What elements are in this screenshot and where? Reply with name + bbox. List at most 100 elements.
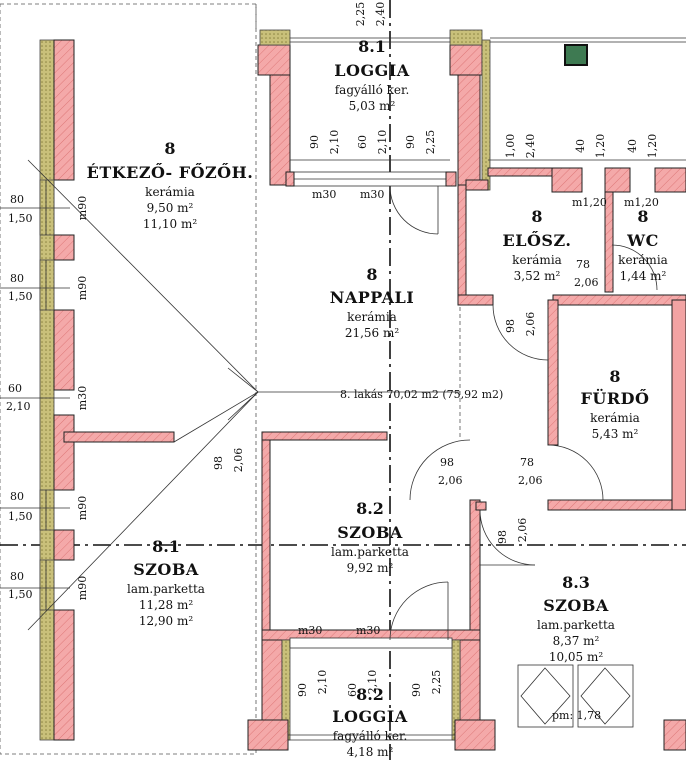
room-floor: lam.parketta bbox=[331, 545, 409, 559]
room-name: SZOBA bbox=[337, 523, 403, 542]
dimension-label: 2,06 bbox=[232, 448, 245, 473]
dimension-label: 2,10 bbox=[376, 130, 389, 155]
dimension-label: 1,50 bbox=[8, 510, 33, 523]
apartment-total-label: 8. lakás 70,02 m2 (75,92 m2) bbox=[340, 388, 503, 401]
dimension-label: m30 bbox=[76, 386, 89, 410]
dimension-label: 80 bbox=[10, 490, 24, 503]
loggia-top-walls bbox=[257, 29, 686, 191]
dimension-label: m30 bbox=[356, 624, 380, 637]
room-name: ELŐSZ. bbox=[503, 230, 572, 250]
room-floor: kerámia bbox=[145, 185, 195, 199]
room-area: 8,37 m² bbox=[553, 634, 600, 648]
dimension-label: 40 bbox=[574, 139, 587, 153]
dashed-outlines bbox=[0, 3, 461, 755]
dimension-label: 1,20 bbox=[646, 134, 659, 159]
dimension-label: 2,10 bbox=[6, 400, 31, 413]
dimension-label: 2,10 bbox=[366, 670, 379, 695]
room-name: LOGGIA bbox=[332, 707, 408, 726]
room-name: ÉTKEZŐ- FŐZŐH. bbox=[87, 162, 254, 182]
room-area: 5,43 m² bbox=[592, 427, 639, 441]
dimension-label: 78 bbox=[520, 456, 534, 469]
dimension-label: 60 bbox=[8, 382, 22, 395]
dimension-label: 2,25 bbox=[424, 130, 437, 155]
room-name: LOGGIA bbox=[334, 61, 410, 80]
dimension-label: 1,20 bbox=[594, 134, 607, 159]
dimension-label: 90 bbox=[308, 135, 321, 149]
room-area: 1,44 m² bbox=[620, 269, 667, 283]
dimension-label: 2,25 bbox=[430, 670, 443, 695]
dimension-label: 2,06 bbox=[524, 312, 537, 337]
dimension-label: 2,10 bbox=[328, 130, 341, 155]
room-floor: fagyálló ker. bbox=[335, 83, 410, 97]
room-name: NAPPALI bbox=[330, 288, 415, 307]
room-nappali: 8 NAPPALI kerámia 21,56 m² bbox=[330, 265, 415, 340]
room-szoba-8-2: 8.2 SZOBA lam.parketta 9,92 m² bbox=[331, 499, 409, 575]
dimension-label: 40 bbox=[626, 139, 639, 153]
room-name: SZOBA bbox=[133, 560, 199, 579]
dimension-label: 2,25 bbox=[354, 2, 367, 27]
left-dimensions: 80 1,50 m90 80 1,50 m90 60 2,10 m30 80 1… bbox=[6, 193, 89, 601]
room-elosz: 8 ELŐSZ. kerámia 3,52 m² bbox=[503, 207, 572, 283]
room-area: 5,03 m² bbox=[349, 99, 396, 113]
room-floor: kerámia bbox=[618, 253, 668, 267]
room-number: 8 bbox=[609, 367, 620, 386]
radiator-boxes bbox=[517, 664, 634, 728]
room-floor: lam.parketta bbox=[127, 582, 205, 596]
room-number: 8 bbox=[637, 207, 648, 226]
dimension-label: 98 bbox=[212, 456, 225, 470]
dimension-label: 60 bbox=[346, 683, 359, 697]
interior-walls bbox=[63, 167, 686, 751]
dimension-label: 1,50 bbox=[8, 290, 33, 303]
dimension-label: 1,50 bbox=[8, 212, 33, 225]
dimension-label: m1,20 bbox=[624, 196, 659, 209]
room-szoba-8-3: 8.3 SZOBA lam.parketta 8,37 m² 10,05 m² bbox=[537, 573, 615, 664]
door-swings bbox=[173, 244, 658, 566]
room-furdo: 8 FÜRDŐ kerámia 5,43 m² bbox=[581, 367, 650, 441]
top-window bbox=[285, 171, 457, 235]
room-floor: kerámia bbox=[347, 310, 397, 324]
dimension-label: 2,06 bbox=[516, 518, 529, 543]
room-number: 8.1 bbox=[152, 537, 180, 556]
dimension-label: m90 bbox=[76, 496, 89, 520]
top-dimensions: 2,25 2,40 90 2,10 60 2,10 90 2,25 m30 m3… bbox=[308, 2, 659, 209]
dimension-label: m1,20 bbox=[572, 196, 607, 209]
room-area: 9,50 m² bbox=[147, 201, 194, 215]
door-dimensions: 98 2,06 78 2,06 98 2,06 98 2,06 78 2,06 … bbox=[212, 258, 599, 544]
dimension-label: 1,00 bbox=[504, 134, 517, 159]
dimension-label: 78 bbox=[576, 258, 590, 271]
dimension-label: 98 bbox=[440, 456, 454, 469]
room-number: 8 bbox=[531, 207, 542, 226]
room-etkezo: 8 ÉTKEZŐ- FŐZŐH. kerámia 9,50 m² 11,10 m… bbox=[87, 139, 254, 231]
dimension-label: 80 bbox=[10, 272, 24, 285]
room-number: 8 bbox=[366, 265, 377, 284]
room-area-gross: 11,10 m² bbox=[143, 217, 198, 231]
room-loggia-bottom: 8.2 LOGGIA fagyálló ker. 4,18 m² bbox=[332, 685, 408, 759]
dimension-label: m90 bbox=[76, 576, 89, 600]
room-floor: kerámia bbox=[590, 411, 640, 425]
dimension-label: 2,06 bbox=[574, 276, 599, 289]
room-area-gross: 10,05 m² bbox=[549, 650, 604, 664]
room-loggia-top: 8.1 LOGGIA fagyálló ker. 5,03 m² bbox=[334, 37, 410, 113]
left-exterior-wall bbox=[39, 39, 75, 741]
dimension-label: 2,40 bbox=[374, 2, 387, 27]
room-floor: lam.parketta bbox=[537, 618, 615, 632]
dimension-label: 90 bbox=[296, 683, 309, 697]
dimension-label: 2,06 bbox=[518, 474, 543, 487]
room-number: 8.2 bbox=[356, 685, 384, 704]
dimension-label: m30 bbox=[360, 188, 384, 201]
pm-label: pm: 1,78 bbox=[552, 709, 601, 722]
room-number: 8.1 bbox=[358, 37, 386, 56]
room-szoba-8-1: 8.1 SZOBA lam.parketta 11,28 m² 12,90 m² bbox=[127, 537, 205, 628]
dimension-label: 80 bbox=[10, 193, 24, 206]
room-area: 4,18 m² bbox=[347, 745, 394, 759]
room-area: 11,28 m² bbox=[139, 598, 194, 612]
room-wc: 8 WC kerámia 1,44 m² bbox=[618, 207, 668, 283]
left-dim-ticks bbox=[0, 207, 70, 589]
dimension-label: m90 bbox=[76, 276, 89, 300]
room-number: 8 bbox=[164, 139, 175, 158]
room-name: FÜRDŐ bbox=[581, 388, 650, 408]
room-area: 9,92 m² bbox=[347, 561, 394, 575]
room-name: WC bbox=[626, 231, 659, 250]
dimension-label: 80 bbox=[10, 570, 24, 583]
